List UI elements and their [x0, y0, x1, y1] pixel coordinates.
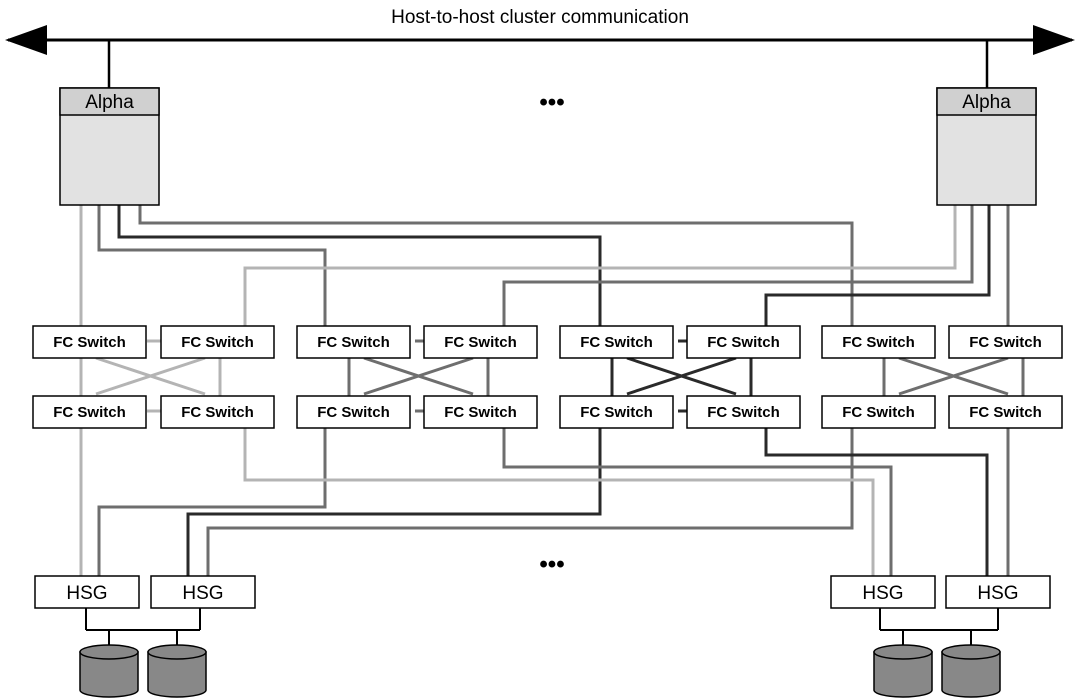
- fc-switch: FC Switch: [296, 395, 411, 429]
- switch-to-hsg-link: [186, 428, 602, 576]
- fc-switch-label: FC Switch: [842, 404, 915, 421]
- hosts-ellipsis: •••: [539, 89, 564, 116]
- hsg-controller: HSG: [150, 575, 256, 609]
- host-left: Alpha: [59, 87, 160, 206]
- fc-switch-label: FC Switch: [580, 404, 653, 421]
- host-left-to-switch-link: [97, 205, 327, 326]
- fc-switch: FC Switch: [423, 395, 538, 429]
- host-left-label: Alpha: [85, 92, 134, 113]
- hsg-label: HSG: [862, 583, 903, 604]
- host-right: Alpha: [936, 87, 1037, 206]
- fc-switch-label: FC Switch: [444, 404, 517, 421]
- host-right-to-switch-link: [243, 205, 957, 326]
- fc-switch: FC Switch: [686, 325, 801, 359]
- fc-switch: FC Switch: [160, 325, 275, 359]
- fc-switch: FC Switch: [160, 395, 275, 429]
- disk-drive: [79, 644, 139, 698]
- switch-mesh-link: [898, 356, 1009, 396]
- switch-to-hsg-link: [502, 428, 893, 576]
- switch-to-hsg-link: [97, 428, 327, 576]
- host-right-label: Alpha: [962, 92, 1011, 113]
- fc-switch: FC Switch: [423, 325, 538, 359]
- switch-mesh-link: [363, 356, 474, 396]
- hsg-label: HSG: [66, 583, 107, 604]
- host-right-header: [936, 87, 1037, 116]
- fc-switch: FC Switch: [948, 395, 1063, 429]
- switch-to-hsg-link: [243, 428, 875, 576]
- switch-mesh-link: [95, 356, 206, 396]
- fc-switch: FC Switch: [821, 325, 936, 359]
- fc-switch: FC Switch: [559, 325, 674, 359]
- fc-switch: FC Switch: [948, 325, 1063, 359]
- fc-switch-label: FC Switch: [707, 404, 780, 421]
- fc-switch-label: FC Switch: [181, 334, 254, 351]
- storage-ellipsis: •••: [539, 551, 564, 578]
- fc-switch: FC Switch: [821, 395, 936, 429]
- host-right-to-switch-link: [764, 205, 991, 326]
- fc-switch-label: FC Switch: [444, 334, 517, 351]
- host-right-to-switch-link: [502, 205, 974, 326]
- switch-to-hsg-link: [206, 428, 854, 576]
- fc-switch-label: FC Switch: [317, 404, 390, 421]
- host-left-to-switch-link: [138, 205, 854, 326]
- fc-switch-label: FC Switch: [580, 334, 653, 351]
- disk-drives: [79, 608, 1001, 698]
- fc-switch-label: FC Switch: [53, 334, 126, 351]
- fc-switch-label: FC Switch: [317, 334, 390, 351]
- host-left-header: [59, 87, 160, 116]
- hsg-controller: HSG: [830, 575, 936, 609]
- fc-switches: FC Switch FC Switch FC Switch FC Switch FC S…: [32, 325, 1063, 429]
- fc-switch-label: FC Switch: [53, 404, 126, 421]
- diagram-title: Host-to-host cluster communication: [391, 7, 689, 28]
- hsg-label: HSG: [977, 583, 1018, 604]
- fc-switch: FC Switch: [686, 395, 801, 429]
- fc-links: [79, 205, 1025, 576]
- fc-switch-label: FC Switch: [181, 404, 254, 421]
- hsg-controllers: HSG HSG HSG HSG: [34, 575, 1051, 609]
- fc-switch: FC Switch: [559, 395, 674, 429]
- hsg-label: HSG: [182, 583, 223, 604]
- disk-drive: [941, 644, 1001, 698]
- fc-switch-label: FC Switch: [969, 334, 1042, 351]
- hsg-controller: HSG: [945, 575, 1051, 609]
- fc-switch: FC Switch: [32, 395, 147, 429]
- fc-switch: FC Switch: [32, 325, 147, 359]
- switch-mesh-link: [626, 356, 737, 396]
- hsg-controller: HSG: [34, 575, 140, 609]
- switch-to-hsg-link: [764, 428, 989, 576]
- fc-switch-label: FC Switch: [842, 334, 915, 351]
- disk-drive: [147, 644, 207, 698]
- fc-switch: FC Switch: [296, 325, 411, 359]
- fc-switch-label: FC Switch: [969, 404, 1042, 421]
- disk-drive: [873, 644, 933, 698]
- fc-switch-label: FC Switch: [707, 334, 780, 351]
